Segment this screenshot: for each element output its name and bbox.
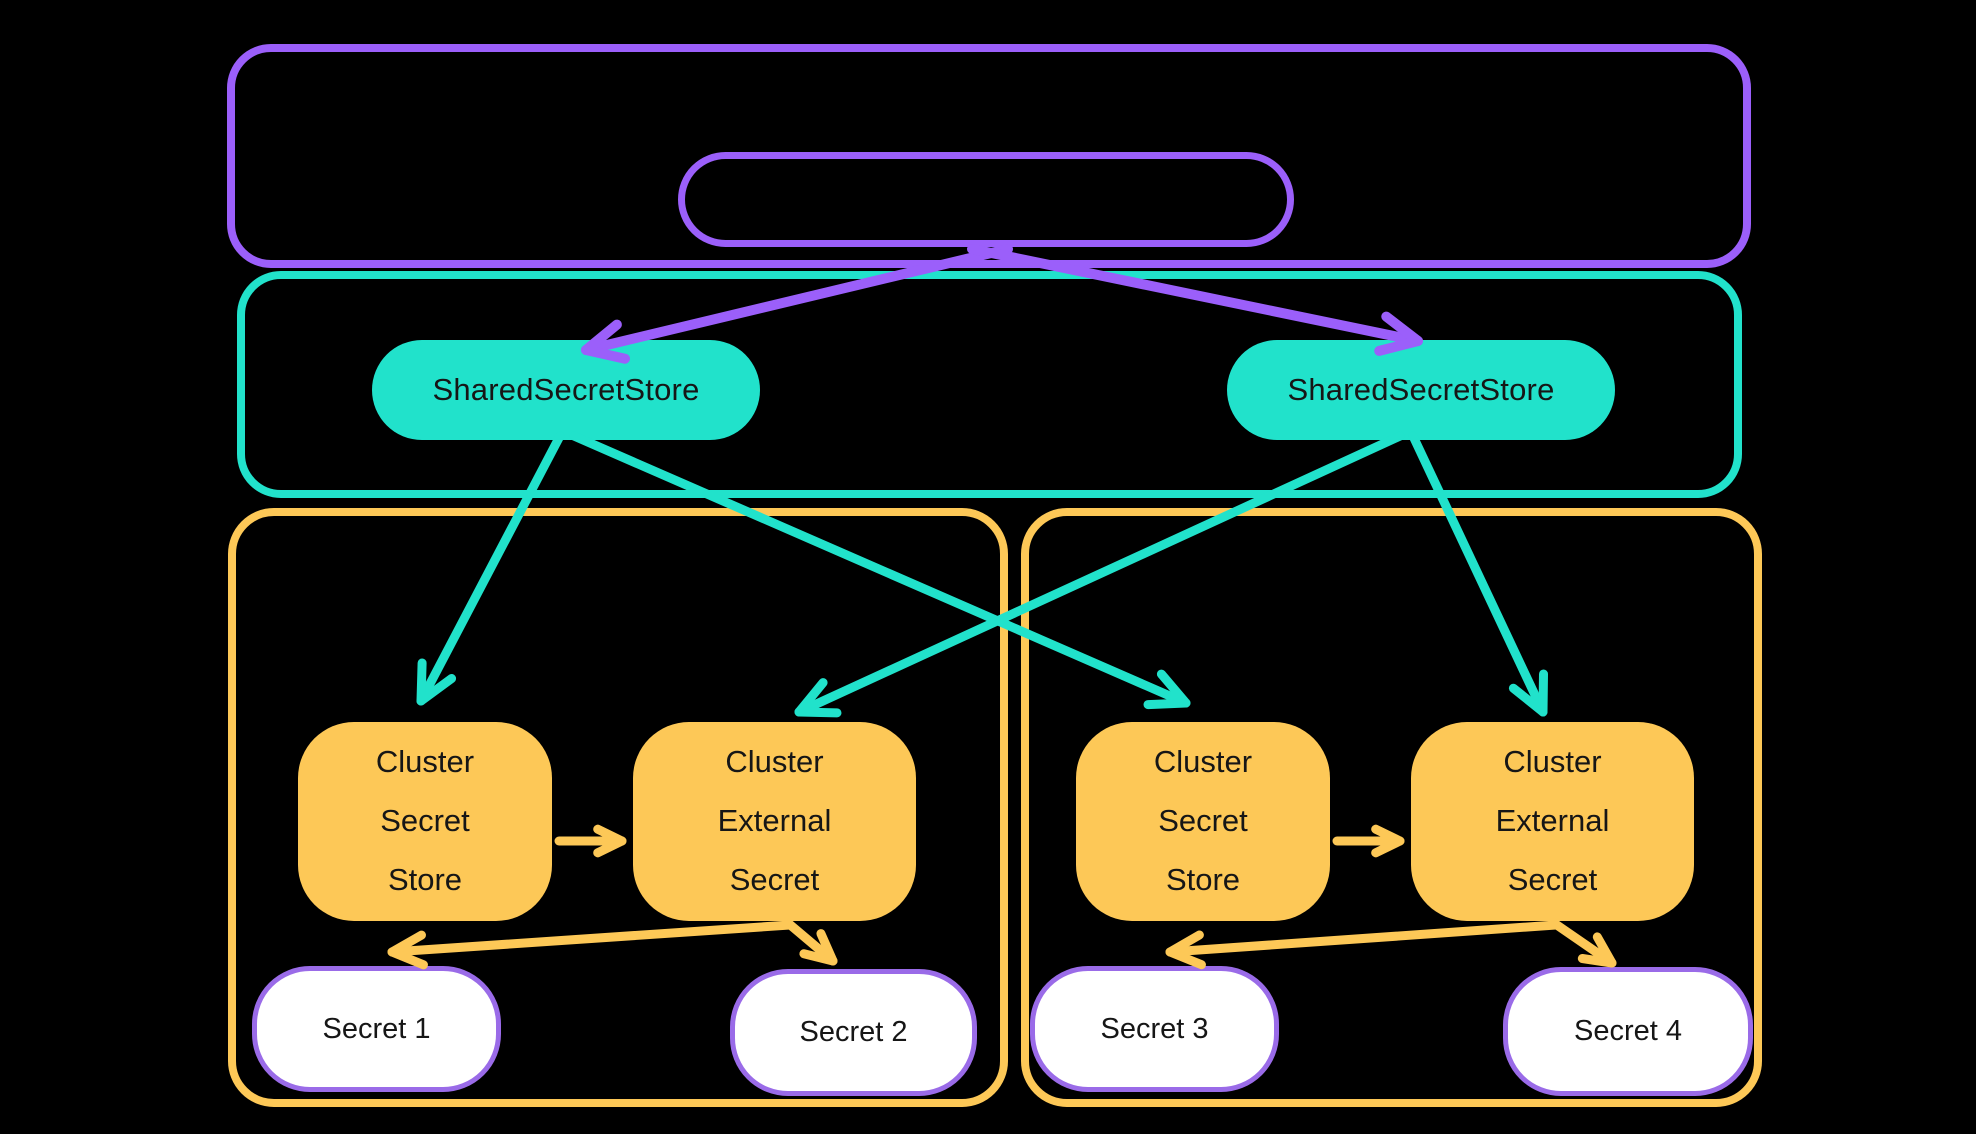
cluster-2-external-secret: Cluster External Secret [1411, 722, 1694, 921]
cluster-1-external-secret: Cluster External Secret [633, 722, 916, 921]
secret-2-label: Secret 2 [799, 1016, 908, 1048]
shared-secret-store-left: SharedSecretStore [372, 340, 760, 440]
cluster-1-secret-store: Cluster Secret Store [298, 722, 552, 921]
shared-secret-store-right: SharedSecretStore [1227, 340, 1615, 440]
secret-1-node: Secret 1 [252, 966, 501, 1092]
secret-2-node: Secret 2 [730, 969, 977, 1096]
controller-inner-pill [678, 152, 1294, 247]
secret-4-node: Secret 4 [1503, 967, 1753, 1096]
shared-secret-store-right-label: SharedSecretStore [1287, 372, 1555, 407]
cluster-2-secret-store: Cluster Secret Store [1076, 722, 1330, 921]
secret-3-label: Secret 3 [1100, 1012, 1209, 1045]
cluster-1-external-secret-label: Cluster External Secret [717, 744, 832, 897]
secret-3-node: Secret 3 [1030, 966, 1279, 1092]
secret-4-label: Secret 4 [1574, 1015, 1682, 1047]
cluster-1-secret-store-label: Cluster Secret Store [375, 744, 475, 897]
cluster-2-external-secret-label: Cluster External Secret [1495, 744, 1610, 897]
secret-1-label: Secret 1 [322, 1012, 431, 1045]
shared-secret-store-left-label: SharedSecretStore [432, 372, 700, 407]
cluster-2-secret-store-label: Cluster Secret Store [1153, 744, 1253, 897]
